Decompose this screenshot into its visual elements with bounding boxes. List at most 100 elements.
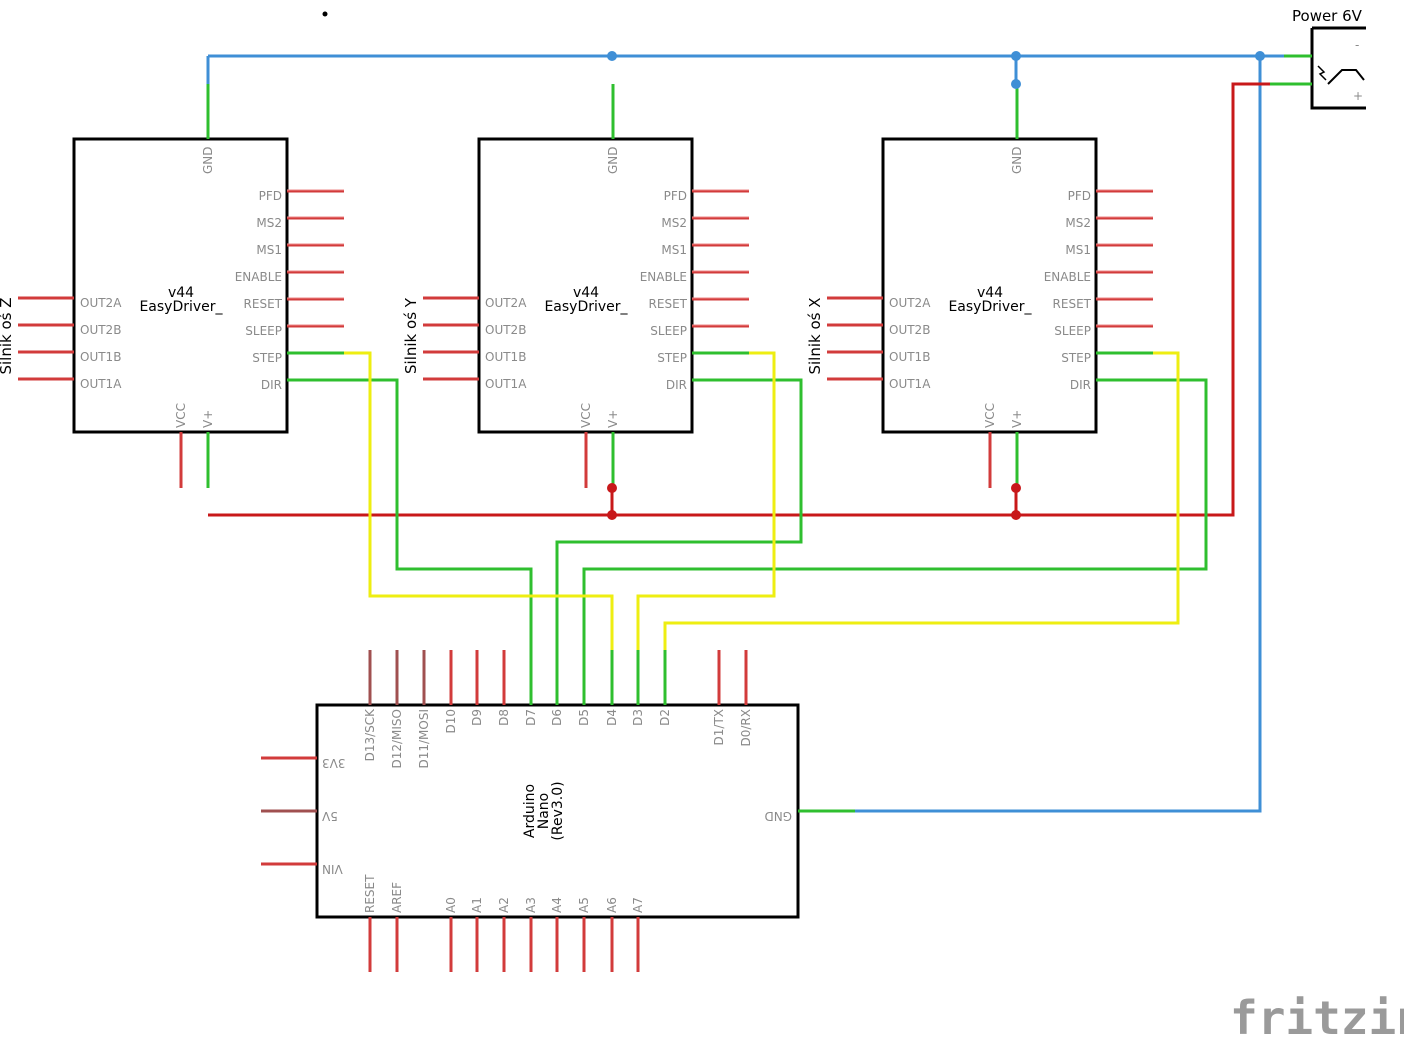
arduino-pin-label: D9: [470, 709, 484, 726]
junctions: [322, 11, 1265, 520]
driver-pin-label-out2a: OUT2A: [80, 296, 122, 310]
arduino-body: [315, 703, 800, 919]
driver-pin-label-enable: ENABLE: [1044, 270, 1091, 284]
arduino-pin-label: D3: [631, 709, 645, 726]
vplus-junction-x: [1011, 483, 1021, 493]
power-plus-label: +: [1353, 89, 1363, 103]
driver-pin-label-pfd: PFD: [259, 189, 282, 203]
driver-pin-label-vplus: V+: [606, 410, 620, 428]
power-jack[interactable]: Power 6V - +: [1270, 7, 1366, 110]
driver-pin-label-sleep: SLEEP: [650, 324, 687, 338]
power-minus-label: -: [1355, 38, 1359, 52]
arduino-pin-label: D13/SCK: [363, 708, 377, 762]
gnd-junction-y: [607, 51, 617, 61]
motor-label-y: Silnik oś Y: [402, 297, 420, 374]
arduino-title-line: Arduino: [522, 784, 538, 838]
dir-wire-y[interactable]: [555, 378, 803, 650]
driver-title-line1: v44: [573, 285, 599, 301]
driver-pin-label-gnd: GND: [1010, 146, 1024, 174]
arduino-pin-label: A1: [470, 897, 484, 913]
driver-pin-label-reset: RESET: [244, 297, 283, 311]
gnd-arduino-wire[interactable]: [855, 56, 1262, 813]
driver-pin-label-out2b: OUT2B: [485, 323, 526, 337]
arduino-pin-label: A5: [577, 897, 591, 913]
power-jack-arrow-icon: [1317, 65, 1327, 81]
driver-title-line2: EasyDriver_: [948, 299, 1032, 315]
driver-pin-label-out1b: OUT1B: [889, 350, 930, 364]
driver-pin-label-ms2: MS2: [661, 216, 687, 230]
arduino-pin-label: D0/RX: [739, 709, 753, 746]
driver-pin-label-pfd: PFD: [664, 189, 687, 203]
gnd-junction-x-lower: [1011, 79, 1021, 89]
arduino-title-line: (Rev3.0): [550, 781, 566, 840]
driver-body: [881, 137, 1098, 434]
fritzing-logo: fritzing: [1230, 991, 1404, 1044]
vplus-junction-y: [607, 483, 617, 493]
driver-pin-label-ms1: MS1: [661, 243, 687, 257]
driver-pin-label-enable: ENABLE: [235, 270, 282, 284]
arduino-pin-label: RESET: [363, 874, 377, 913]
driver-pin-label-vcc: VCC: [983, 403, 997, 428]
arduino-pin-label: D10: [444, 709, 458, 734]
arduino-pin-label: D6: [550, 709, 564, 726]
arduino-pin-label: A3: [524, 897, 538, 913]
driver-pin-label-step: STEP: [252, 351, 282, 365]
arduino-pin-label: D5: [577, 709, 591, 726]
motor-label-x: Silnik oś X: [806, 297, 824, 374]
driver-title-line1: v44: [168, 285, 194, 301]
driver-pin-label-pfd: PFD: [1068, 189, 1091, 203]
arduino-pin-label: D4: [605, 709, 619, 726]
arduino-pin-label: A2: [497, 897, 511, 913]
driver-pin-label-vplus: V+: [1010, 410, 1024, 428]
gnd-junction-power: [1255, 51, 1265, 61]
power-title: Power 6V: [1292, 7, 1363, 25]
driver-pin-label-step: STEP: [657, 351, 687, 365]
motor-label-z: Silnik oś Z: [0, 297, 15, 374]
driver-pin-label-dir: DIR: [666, 378, 687, 392]
driver-title-line2: EasyDriver_: [544, 299, 628, 315]
arduino-title-line: Nano: [536, 793, 552, 830]
driver-pin-label-out2b: OUT2B: [80, 323, 121, 337]
power-jack-switch: [1327, 69, 1365, 85]
driver-pin-label-out1a: OUT1A: [80, 377, 122, 391]
driver-pin-label-ms1: MS1: [1065, 243, 1091, 257]
driver-pin-label-out1a: OUT1A: [889, 377, 931, 391]
arduino-pin-label: D7: [524, 709, 538, 726]
arduino-pin-label: VIN: [322, 862, 343, 876]
driver-pin-label-sleep: SLEEP: [1054, 324, 1091, 338]
driver-body: [72, 137, 289, 434]
vplus-junction-y-bus: [607, 510, 617, 520]
driver-pin-label-out1b: OUT1B: [485, 350, 526, 364]
arduino-pin-label: D1/TX: [712, 709, 726, 745]
arduino-pin-label: A7: [631, 897, 645, 913]
arduino-pin-label: D2: [658, 709, 672, 726]
gnd-junction-x: [1011, 51, 1021, 61]
driver-pin-label-dir: DIR: [261, 378, 282, 392]
driver-pin-label-out1b: OUT1B: [80, 350, 121, 364]
driver-pin-label-sleep: SLEEP: [245, 324, 282, 338]
driver-pin-label-step: STEP: [1061, 351, 1091, 365]
arduino-pin-label: D11/MOSI: [417, 709, 431, 769]
arduino-pin-label: D12/MISO: [390, 709, 404, 769]
driver-pin-label-enable: ENABLE: [640, 270, 687, 284]
arduino-pin-label: A6: [605, 897, 619, 913]
driver-pin-label-vplus: V+: [201, 410, 215, 428]
driver-title-line2: EasyDriver_: [139, 299, 223, 315]
vplus-junction-x-bus: [1011, 510, 1021, 520]
driver-pin-label-reset: RESET: [1053, 297, 1092, 311]
arduino-pin-label-gnd: GND: [764, 809, 792, 823]
driver-pin-label-ms1: MS1: [256, 243, 282, 257]
driver-pin-label-ms2: MS2: [256, 216, 282, 230]
arduino-pin-label: A4: [550, 897, 564, 913]
driver-pin-label-ms2: MS2: [1065, 216, 1091, 230]
driver-pin-label-out2b: OUT2B: [889, 323, 930, 337]
stray-dot: [322, 11, 328, 17]
arduino-pin-label: A0: [444, 897, 458, 913]
driver-pin-label-vcc: VCC: [174, 403, 188, 428]
